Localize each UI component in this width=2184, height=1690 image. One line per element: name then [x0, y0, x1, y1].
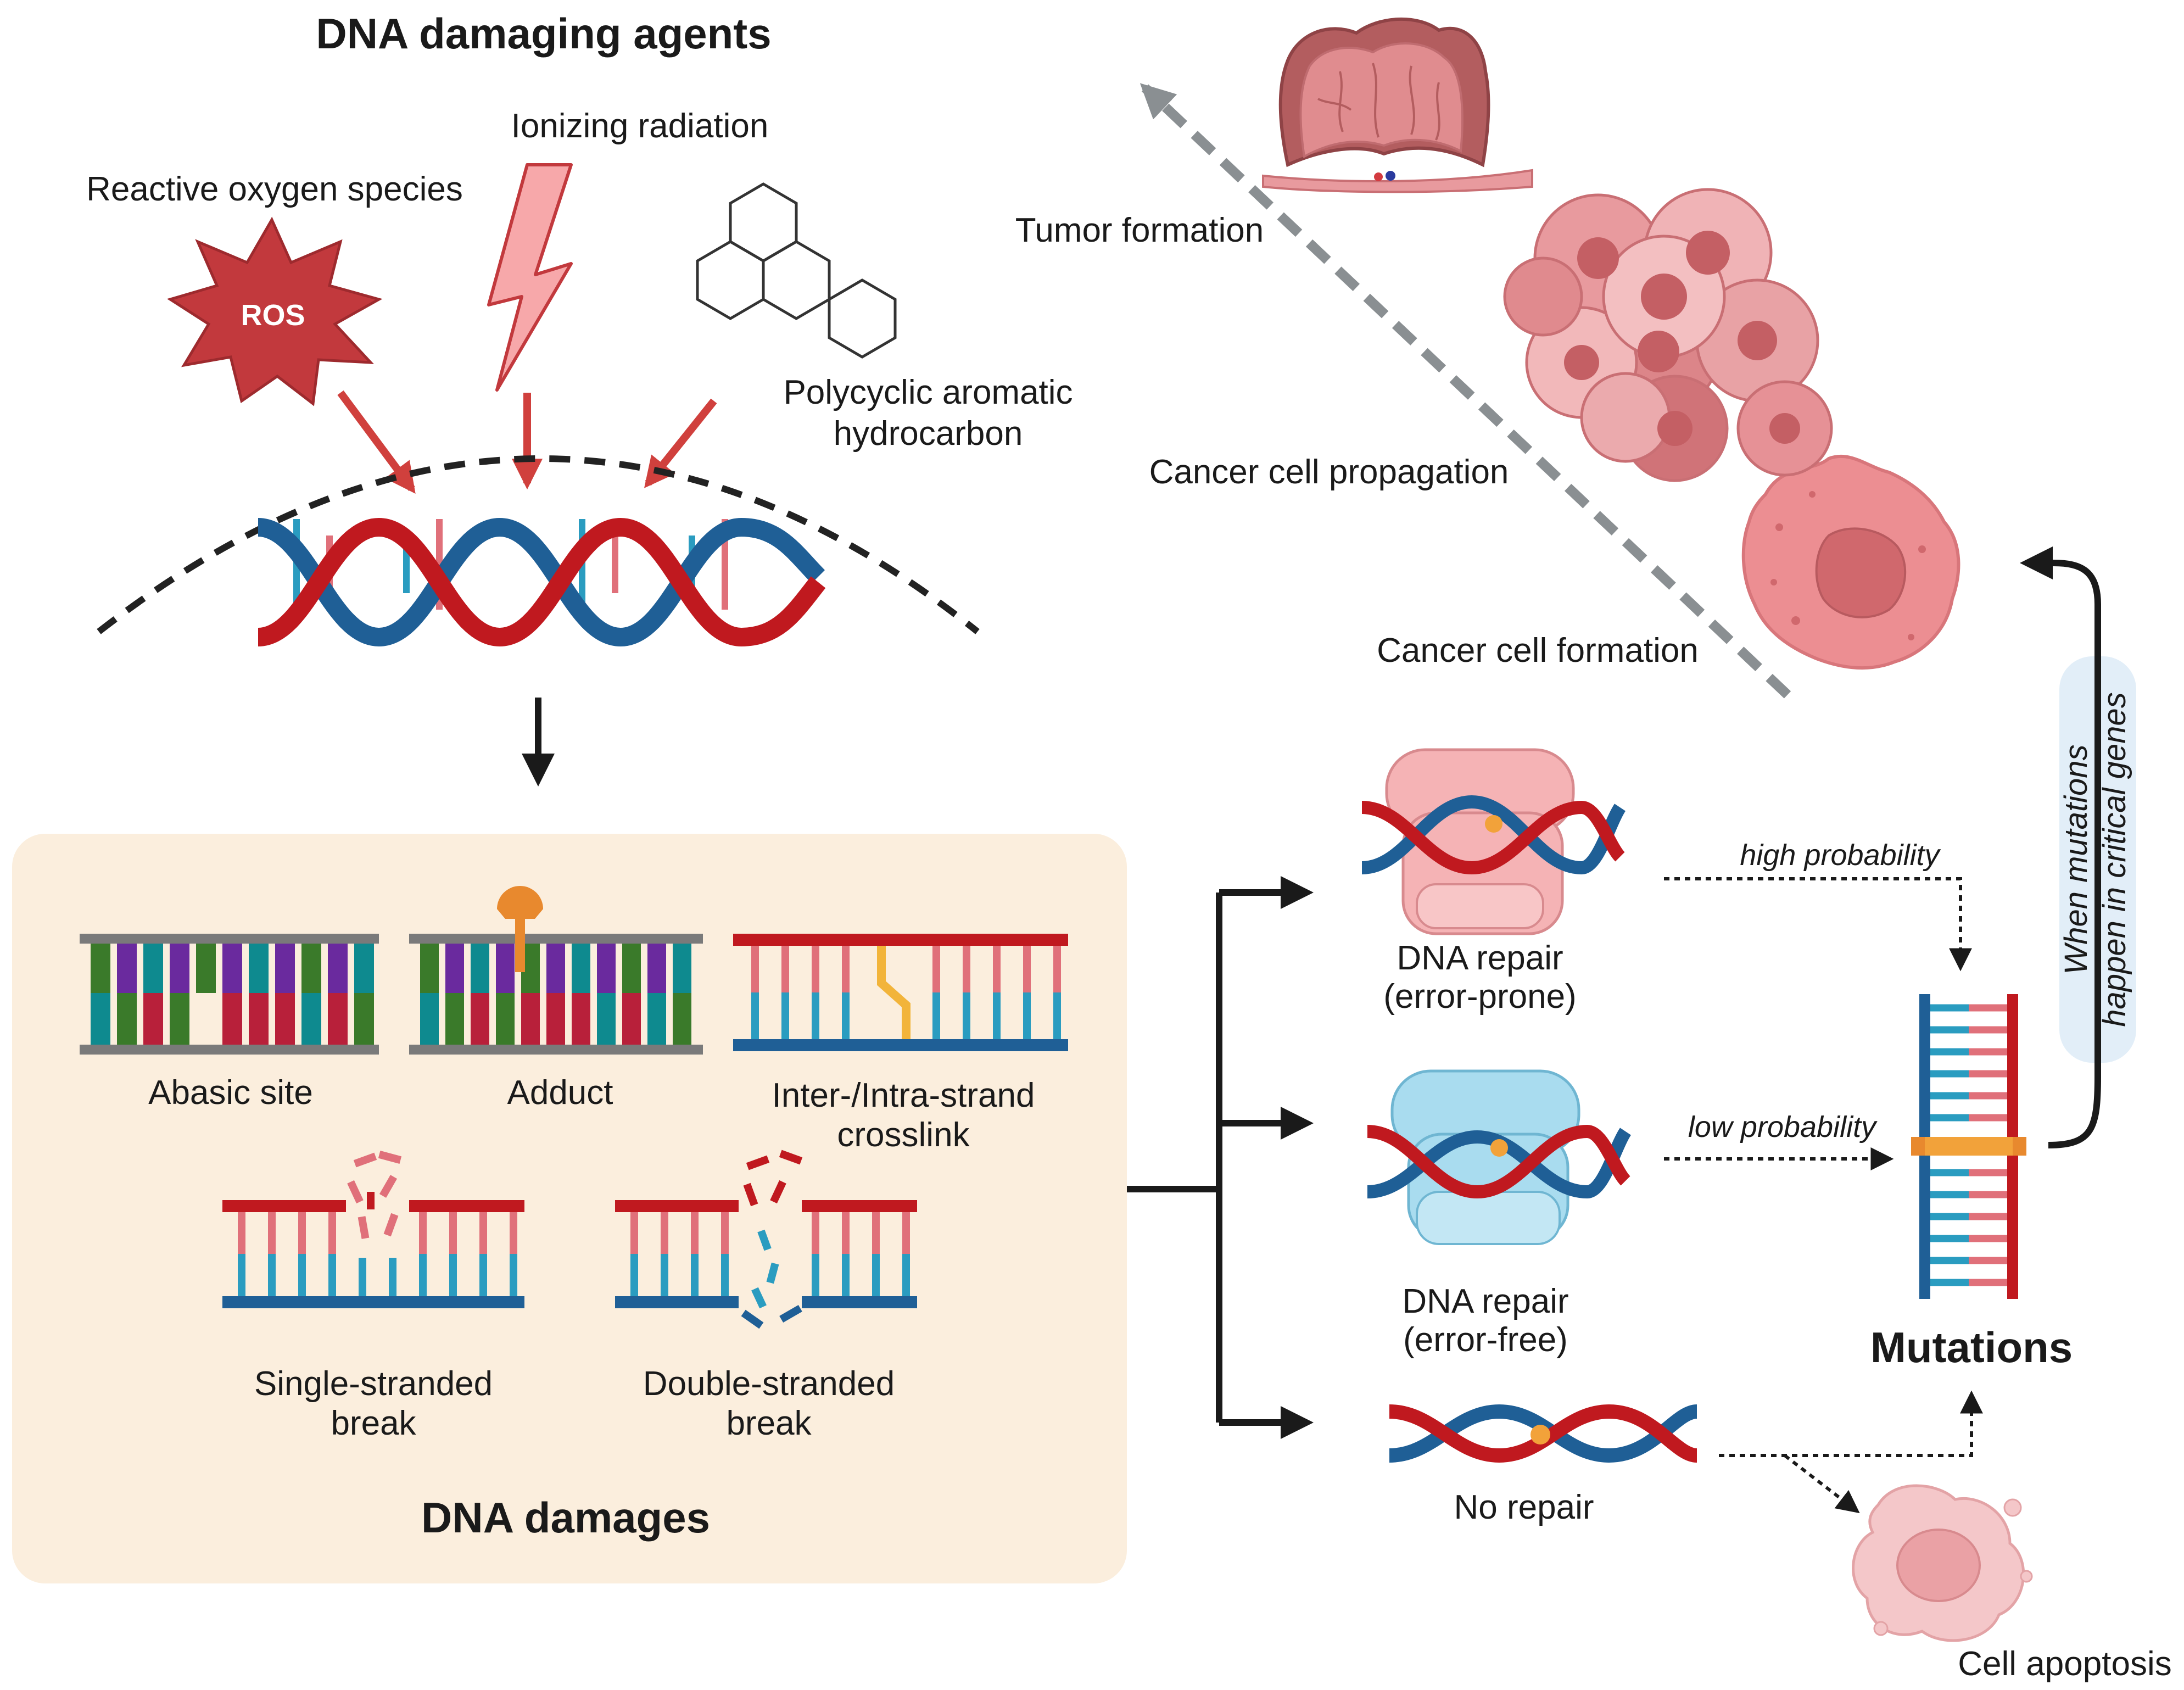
dsb-label-line1: Double-stranded — [643, 1365, 895, 1403]
abasic-site-label: Abasic site — [148, 1074, 313, 1112]
repair-branch-connector — [1127, 876, 1314, 1439]
crosslink-label-line2: crosslink — [837, 1116, 970, 1154]
ssb-label-line1: Single-stranded — [254, 1365, 493, 1403]
cell-apoptosis-label: Cell apoptosis — [1958, 1645, 2171, 1683]
agents-title: DNA damaging agents — [316, 9, 771, 58]
ionizing-radiation-label: Ionizing radiation — [511, 107, 769, 145]
crosslink-icon — [733, 934, 1068, 1051]
ros-badge-text: ROS — [241, 299, 305, 332]
error-free-label-line1: DNA repair — [1402, 1282, 1568, 1320]
error-prone-repair-icon — [1361, 748, 1626, 935]
no-repair-to-mutation-arrow — [1719, 1390, 1983, 1457]
cancer-cell-icon — [1741, 454, 1960, 670]
high-probability-arrow — [1664, 877, 1972, 972]
dsb-label-line2: break — [726, 1404, 812, 1442]
mutations-title: Mutations — [1870, 1323, 2073, 1371]
cancer-cell-propagation-label: Cancer cell propagation — [1149, 453, 1509, 491]
critical-genes-label-line2: happen in critical genes — [2097, 692, 2132, 1027]
adduct-icon — [409, 886, 703, 1055]
low-probability-label: low probability — [1688, 1111, 1878, 1144]
no-repair-helix-icon — [1389, 1404, 1698, 1463]
single-strand-break-icon — [222, 1151, 524, 1308]
adduct-label: Adduct — [507, 1074, 613, 1112]
error-free-repair-icon — [1367, 1069, 1632, 1245]
cancer-cluster-nuclei — [1564, 231, 1800, 446]
ssb-label-line2: break — [331, 1404, 416, 1442]
error-free-label-line2: (error-free) — [1403, 1321, 1568, 1359]
error-prone-label-line2: (error-prone) — [1383, 978, 1576, 1016]
ionizing-radiation-icon — [487, 163, 573, 392]
tumor-formation-label: Tumor formation — [1015, 211, 1264, 249]
damages-title: DNA damages — [421, 1493, 710, 1542]
double-strand-break-icon — [615, 1150, 917, 1329]
pah-molecule-icon — [696, 182, 897, 359]
nucleus-boundary — [97, 455, 980, 634]
crosslink-label-line1: Inter-/Intra-strand — [772, 1077, 1035, 1114]
high-probability-label: high probability — [1740, 839, 1941, 872]
ros-label: Reactive oxygen species — [86, 170, 463, 208]
ros-arrow — [337, 390, 416, 494]
abasic-site-icon — [80, 934, 379, 1055]
apoptotic-cell-icon — [1852, 1484, 2033, 1642]
mutated-dna-icon — [1911, 994, 2026, 1299]
critical-genes-label-line1: When mutations — [2058, 744, 2094, 974]
pah-label-line1: Polycyclic aromatic — [783, 373, 1073, 411]
mutation-to-cancer-arrow — [2020, 546, 2101, 1148]
cancer-progression-arrow — [1140, 83, 1791, 699]
no-repair-to-apoptosis-arrow — [1784, 1454, 1860, 1514]
dna-helix-main — [257, 517, 826, 647]
ros-starburst-icon: ROS — [167, 216, 383, 406]
cancer-cell-formation-label: Cancer cell formation — [1377, 632, 1699, 670]
tumor-icon — [1262, 17, 1533, 193]
no-repair-label: No repair — [1454, 1488, 1594, 1526]
error-prone-label-line1: DNA repair — [1397, 939, 1563, 977]
pah-label-line2: hydrocarbon — [834, 415, 1023, 453]
